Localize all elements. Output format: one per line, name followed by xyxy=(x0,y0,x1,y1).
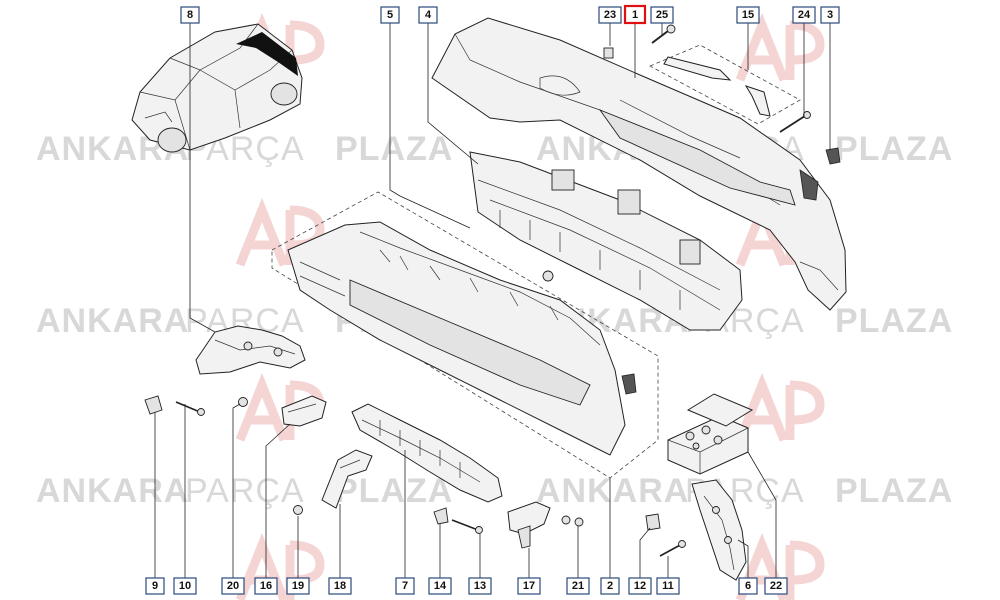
svg-text:PLAZA: PLAZA xyxy=(835,472,953,510)
label-8[interactable]: 8 xyxy=(180,6,200,24)
label-19[interactable]: 19 xyxy=(286,577,310,595)
svg-text:ANKARA: ANKARA xyxy=(536,472,689,510)
part-9-clip xyxy=(144,395,163,415)
svg-text:7: 7 xyxy=(402,580,408,592)
part-2-lower-diffuser xyxy=(287,221,637,456)
part-15-reflectors xyxy=(649,44,801,125)
part-17-bracket xyxy=(507,501,551,549)
part-7-center-bracket xyxy=(351,403,503,503)
part-20-nut xyxy=(238,397,248,407)
svg-text:12: 12 xyxy=(634,580,646,592)
svg-text:ANKARA: ANKARA xyxy=(36,472,189,510)
part-11-screw xyxy=(659,540,686,557)
svg-text:PLAZA: PLAZA xyxy=(335,472,453,510)
label-25[interactable]: 25 xyxy=(650,6,674,24)
svg-text:6: 6 xyxy=(745,580,751,592)
svg-text:2: 2 xyxy=(607,580,613,592)
svg-text:PLAZA: PLAZA xyxy=(335,130,453,168)
label-14[interactable]: 14 xyxy=(428,577,452,595)
label-17[interactable]: 17 xyxy=(517,577,541,595)
highlight-rear-area xyxy=(236,32,298,76)
label-23[interactable]: 23 xyxy=(598,6,622,24)
label-10[interactable]: 10 xyxy=(173,577,197,595)
part-3-clip xyxy=(825,147,841,165)
svg-text:4: 4 xyxy=(425,9,432,21)
label-6[interactable]: 6 xyxy=(738,577,758,595)
label-3[interactable]: 3 xyxy=(820,6,840,24)
part-16-bracket xyxy=(281,395,327,427)
part-23-clip xyxy=(603,47,614,59)
svg-text:17: 17 xyxy=(523,580,535,592)
svg-text:ANKARA: ANKARA xyxy=(36,302,189,340)
svg-text:23: 23 xyxy=(604,9,616,21)
svg-text:5: 5 xyxy=(387,9,393,21)
label-7[interactable]: 7 xyxy=(395,577,415,595)
svg-text:24: 24 xyxy=(798,9,811,21)
label-5[interactable]: 5 xyxy=(380,6,400,24)
label-22[interactable]: 22 xyxy=(764,577,788,595)
car-overview-illustration xyxy=(131,23,303,153)
watermark-row-3: ANKARA PARÇA PLAZA ANKARA PARÇA PLAZA xyxy=(36,472,953,510)
assembly-outline xyxy=(271,191,659,479)
label-13[interactable]: 13 xyxy=(468,577,492,595)
svg-text:14: 14 xyxy=(434,580,447,592)
part-13-screw xyxy=(451,519,483,534)
svg-text:3: 3 xyxy=(827,9,833,21)
part-25-screw xyxy=(651,24,676,44)
svg-text:9: 9 xyxy=(152,580,158,592)
svg-text:21: 21 xyxy=(572,580,584,592)
part-10-screw xyxy=(175,401,205,416)
svg-text:PARÇA: PARÇA xyxy=(185,472,305,510)
part-18-bracket xyxy=(321,449,373,509)
label-1[interactable]: 1 xyxy=(623,4,647,25)
part-21-nuts xyxy=(561,515,584,527)
svg-text:10: 10 xyxy=(179,580,191,592)
label-20[interactable]: 20 xyxy=(221,577,245,595)
part-14-clip xyxy=(433,507,449,525)
part-6-side-bracket xyxy=(691,479,747,581)
part-8-side-bracket xyxy=(195,325,306,375)
part-rear-bumper xyxy=(431,17,847,311)
label-21[interactable]: 21 xyxy=(566,577,590,595)
part-22-fitting-kit xyxy=(667,393,754,475)
svg-text:25: 25 xyxy=(656,9,668,21)
label-24[interactable]: 24 xyxy=(792,6,816,24)
svg-text:19: 19 xyxy=(292,580,304,592)
label-2[interactable]: 2 xyxy=(600,577,620,595)
label-9[interactable]: 9 xyxy=(145,577,165,595)
svg-text:PLAZA: PLAZA xyxy=(835,302,953,340)
label-15[interactable]: 15 xyxy=(736,6,760,24)
svg-text:11: 11 xyxy=(662,580,674,592)
svg-text:13: 13 xyxy=(474,580,486,592)
label-12[interactable]: 12 xyxy=(628,577,652,595)
svg-text:15: 15 xyxy=(742,9,754,21)
part-12-clip xyxy=(645,513,661,531)
svg-text:1: 1 xyxy=(632,9,638,21)
svg-text:20: 20 xyxy=(227,580,239,592)
label-16[interactable]: 16 xyxy=(254,577,278,595)
label-11[interactable]: 11 xyxy=(656,577,680,595)
label-4[interactable]: 4 xyxy=(418,6,438,24)
svg-text:8: 8 xyxy=(187,9,193,21)
leader-lines xyxy=(154,22,831,578)
part-19-nut xyxy=(293,505,303,515)
svg-text:PLAZA: PLAZA xyxy=(835,130,953,168)
svg-text:18: 18 xyxy=(334,580,346,592)
svg-text:16: 16 xyxy=(260,580,272,592)
svg-text:22: 22 xyxy=(770,580,782,592)
part-nut-center xyxy=(542,270,554,282)
label-18[interactable]: 18 xyxy=(328,577,352,595)
part-4-impact-beam xyxy=(469,151,743,331)
part-24-bolt xyxy=(779,111,811,133)
